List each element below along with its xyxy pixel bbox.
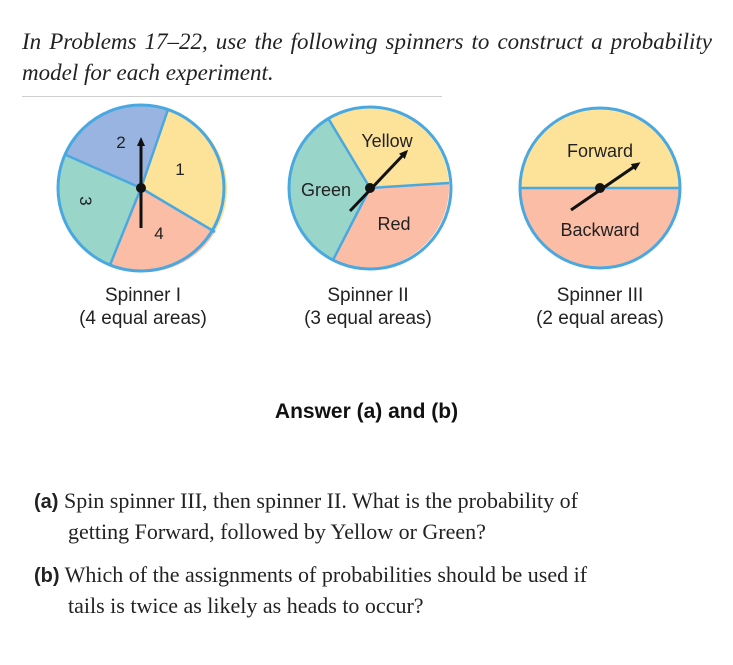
- spinner-1: 1 2 3 4: [56, 103, 228, 273]
- question-b: (b) Which of the assignments of probabil…: [34, 560, 714, 620]
- problem-intro: In Problems 17–22, use the following spi…: [22, 29, 712, 85]
- question-b-line2: tails is twice as likely as heads to occ…: [68, 593, 424, 618]
- spinner-3-caption: Spinner III (2 equal areas): [490, 284, 710, 330]
- question-a-line1: Spin spinner III, then spinner II. What …: [63, 488, 578, 513]
- spinner-1-caption-title: Spinner I: [104, 285, 182, 306]
- divider-rule: [22, 96, 442, 97]
- spinner-3: Forward Backward: [518, 106, 682, 270]
- spinner-2-sector-green: [288, 118, 370, 260]
- spinner-2-caption: Spinner II (3 equal areas): [258, 284, 478, 330]
- question-a: (a) Spin spinner III, then spinner II. W…: [34, 486, 714, 546]
- spinner-2-label-green: Green: [301, 180, 351, 200]
- spinner-3-sector-backward: [520, 188, 680, 268]
- spinner-2-label-yellow: Yellow: [361, 131, 413, 151]
- spinner-2: Yellow Green Red: [287, 105, 453, 271]
- spinner-1-sector-1: [141, 109, 228, 232]
- spinner-2-label-red: Red: [377, 214, 410, 234]
- spinner-2-caption-note: (3 equal areas): [304, 308, 432, 329]
- question-b-line1: Which of the assignments of probabilitie…: [64, 562, 588, 587]
- spinner-1-caption-note: (4 equal areas): [79, 308, 207, 329]
- spinner-3-label-backward: Backward: [560, 220, 639, 240]
- question-a-label: (a): [34, 491, 59, 513]
- question-a-line2: getting Forward, followed by Yellow or G…: [68, 519, 486, 544]
- spinner-3-label-forward: Forward: [567, 141, 633, 161]
- spinner-3-caption-title: Spinner III: [556, 285, 644, 306]
- spinner-1-label-1: 1: [175, 160, 184, 179]
- spinners-figure: 1 2 3 4 Yellow Green Red Forward Backwar…: [56, 103, 682, 273]
- spinner-3-caption-note: (2 equal areas): [536, 308, 664, 329]
- spinner-1-label-3: 3: [76, 196, 95, 205]
- spinner-1-label-2: 2: [116, 133, 125, 152]
- spinner-1-label-4: 4: [154, 224, 163, 243]
- question-b-label: (b): [34, 565, 60, 587]
- spinner-1-caption: Spinner I (4 equal areas): [33, 284, 253, 330]
- spinner-2-caption-title: Spinner II: [327, 285, 409, 306]
- answer-heading: Answer (a) and (b): [274, 400, 459, 423]
- spinner-1-sector-4: [110, 188, 215, 273]
